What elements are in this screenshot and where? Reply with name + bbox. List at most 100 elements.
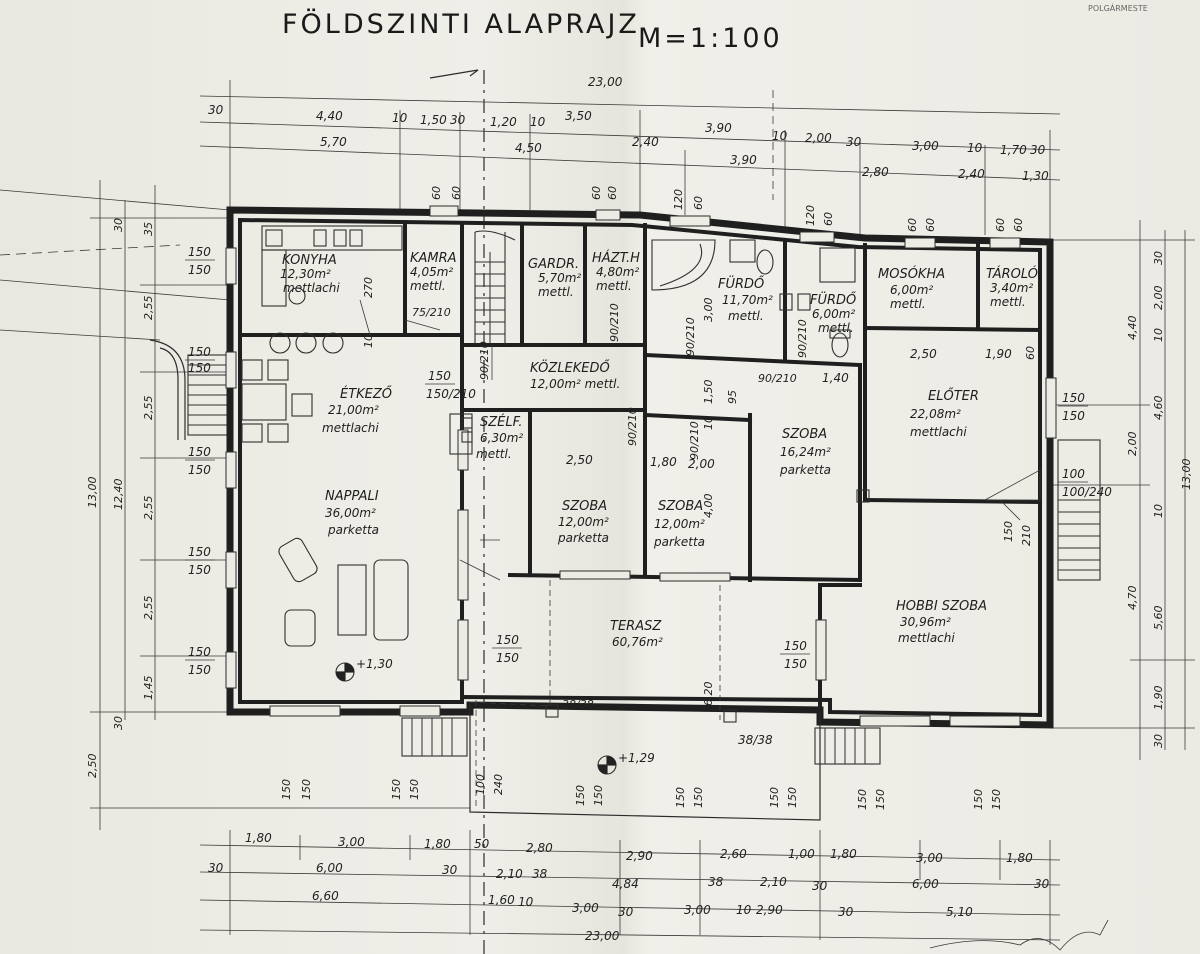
svg-text:150: 150 <box>188 663 211 677</box>
room-mosokonyha: MOSÓKHA 6,00m² mettl. <box>878 266 945 311</box>
svg-text:2,00: 2,00 <box>688 457 715 471</box>
svg-text:3,00: 3,00 <box>572 901 599 915</box>
svg-text:30: 30 <box>1030 143 1046 157</box>
svg-text:1,00: 1,00 <box>788 847 815 861</box>
svg-text:10: 10 <box>772 129 788 143</box>
svg-text:2,10: 2,10 <box>760 875 787 889</box>
svg-text:150: 150 <box>390 779 403 800</box>
svg-text:30: 30 <box>208 861 224 875</box>
svg-text:mettl.: mettl. <box>990 295 1026 309</box>
svg-text:3,00: 3,00 <box>702 298 715 323</box>
room-gardrob: GARDR. 5,70m² mettl. <box>528 257 581 299</box>
svg-text:mettl.: mettl. <box>596 279 632 293</box>
svg-text:11,70m²: 11,70m² <box>722 293 773 307</box>
room-szoba-3: SZOBA 16,24m² parketta <box>779 427 831 477</box>
svg-text:75/210: 75/210 <box>412 306 451 319</box>
svg-text:150: 150 <box>188 245 211 259</box>
svg-text:22,08m²: 22,08m² <box>910 407 961 421</box>
svg-text:30: 30 <box>1034 877 1050 891</box>
svg-text:5,70m²: 5,70m² <box>538 271 581 285</box>
svg-text:30: 30 <box>112 716 125 730</box>
svg-text:2,40: 2,40 <box>958 167 985 181</box>
svg-text:10: 10 <box>392 111 408 125</box>
svg-text:mettlachi: mettlachi <box>322 421 379 435</box>
svg-text:4,84: 4,84 <box>612 877 639 891</box>
svg-text:ÉTKEZŐ: ÉTKEZŐ <box>340 386 393 402</box>
svg-text:60: 60 <box>1024 346 1037 360</box>
svg-text:FÜRDŐ: FÜRDŐ <box>810 291 857 308</box>
svg-text:150: 150 <box>188 645 211 659</box>
svg-text:150: 150 <box>784 657 807 671</box>
svg-text:1,80: 1,80 <box>830 847 857 861</box>
svg-text:150: 150 <box>188 345 211 359</box>
svg-text:13,00: 13,00 <box>1180 459 1193 491</box>
svg-text:23,00: 23,00 <box>585 929 620 943</box>
svg-text:60,76m²: 60,76m² <box>612 635 663 649</box>
room-eloter: ELŐTER 22,08m² mettlachi <box>910 388 979 439</box>
room-furdo-1: FÜRDŐ 11,70m² mettl. <box>718 275 773 323</box>
svg-text:50: 50 <box>474 837 490 851</box>
svg-text:3,40m²: 3,40m² <box>990 281 1033 295</box>
svg-text:4,00: 4,00 <box>702 494 715 519</box>
svg-text:60: 60 <box>430 186 443 200</box>
svg-text:38: 38 <box>708 875 724 889</box>
svg-text:TÁROLÓ: TÁROLÓ <box>986 266 1038 282</box>
svg-text:SZOBA: SZOBA <box>782 427 827 442</box>
room-kozlekedo: KÖZLEKEDŐ 12,00m² mettl. <box>530 359 620 391</box>
svg-text:3,90: 3,90 <box>730 153 757 167</box>
svg-text:KONYHA: KONYHA <box>282 253 337 268</box>
svg-text:150: 150 <box>188 563 211 577</box>
site-lines <box>0 189 231 440</box>
svg-text:1,30: 1,30 <box>1022 169 1049 183</box>
svg-text:150: 150 <box>784 639 807 653</box>
svg-text:16,24m²: 16,24m² <box>780 445 831 459</box>
svg-text:60: 60 <box>450 186 463 200</box>
svg-text:12,00m² mettl.: 12,00m² mettl. <box>530 377 620 391</box>
svg-text:parketta: parketta <box>779 463 831 477</box>
svg-text:1,70: 1,70 <box>1000 143 1027 157</box>
room-furdo-2: FÜRDŐ 6,00m² mettl. <box>810 291 857 335</box>
svg-text:4,05m²: 4,05m² <box>410 265 453 279</box>
svg-text:150: 150 <box>692 787 705 808</box>
svg-text:36,00m²: 36,00m² <box>325 506 376 520</box>
svg-text:2,50: 2,50 <box>910 347 937 361</box>
svg-text:6,30m²: 6,30m² <box>480 431 523 445</box>
svg-text:210: 210 <box>1020 525 1033 546</box>
level-marker-terasz: +1,29 <box>597 751 655 775</box>
svg-text:10: 10 <box>702 416 715 430</box>
svg-text:2,55: 2,55 <box>142 496 155 521</box>
svg-text:5,70: 5,70 <box>320 135 347 149</box>
svg-text:150: 150 <box>188 361 211 375</box>
svg-text:38/38: 38/38 <box>562 698 594 711</box>
svg-text:TERASZ: TERASZ <box>610 619 662 634</box>
svg-text:4,40: 4,40 <box>316 109 343 123</box>
svg-text:2,55: 2,55 <box>142 596 155 621</box>
svg-text:1,45: 1,45 <box>142 676 155 701</box>
svg-text:4,50: 4,50 <box>515 141 542 155</box>
bottom-dimensions: 1,80 3,00 1,80 50 2,80 2,90 2,60 1,00 1,… <box>199 830 1061 945</box>
svg-text:NAPPALI: NAPPALI <box>325 489 379 504</box>
svg-text:1,90: 1,90 <box>1152 686 1165 711</box>
svg-text:mettlachi: mettlachi <box>898 631 955 645</box>
svg-text:150: 150 <box>428 369 451 383</box>
terrace <box>401 580 881 821</box>
svg-text:3,00: 3,00 <box>912 139 939 153</box>
svg-text:60: 60 <box>994 218 1007 232</box>
svg-text:3,90: 3,90 <box>705 121 732 135</box>
svg-text:SZOBA: SZOBA <box>562 499 607 514</box>
svg-text:MOSÓKHA: MOSÓKHA <box>878 266 945 282</box>
svg-text:2,10: 2,10 <box>496 867 523 881</box>
svg-text:+1,29: +1,29 <box>618 751 655 765</box>
svg-text:150: 150 <box>280 779 293 800</box>
svg-text:30: 30 <box>846 135 862 149</box>
svg-text:SZOBA: SZOBA <box>658 499 703 514</box>
svg-text:150: 150 <box>1062 409 1085 423</box>
svg-text:6,00: 6,00 <box>316 861 343 875</box>
kitchen-fixtures <box>241 225 403 443</box>
svg-text:+1,30: +1,30 <box>356 657 393 671</box>
svg-text:2,55: 2,55 <box>142 396 155 421</box>
svg-text:6,60: 6,60 <box>312 889 339 903</box>
svg-text:parketta: parketta <box>327 523 379 537</box>
svg-text:4,40: 4,40 <box>1126 316 1139 341</box>
level-marker-nappali: +1,30 <box>335 657 393 682</box>
